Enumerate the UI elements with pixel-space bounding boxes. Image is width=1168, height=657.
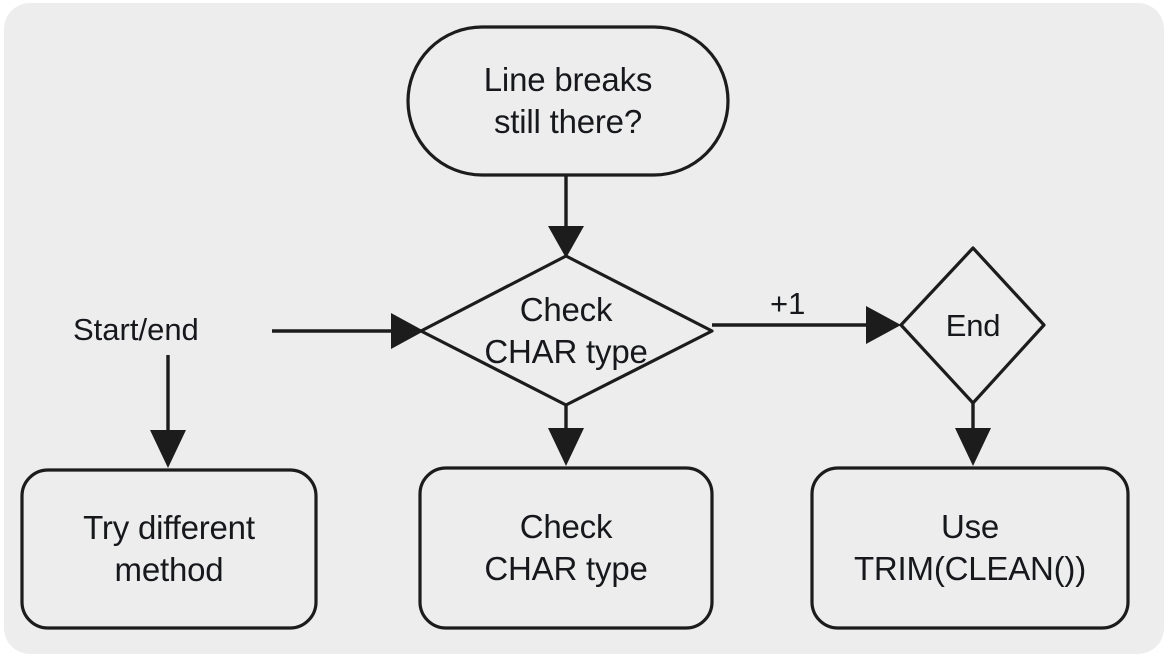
node-shape-check-char-type-decision[interactable] [419,254,714,407]
node-shape-try-different-method[interactable] [20,468,318,630]
arrow-head-check-to-check-char-type-process [548,428,584,466]
node-shape-check-char-type-process[interactable] [418,466,714,630]
arrow-head-check-to-end [866,306,901,344]
arrow-head-end-to-use-trim-clean [955,428,991,466]
node-shape-end[interactable] [899,246,1046,405]
arrow-head-start-end-to-check [391,313,424,349]
arrow-head-start-end-to-try-different-method [150,430,186,468]
edge-label-start-end: Start/end [73,312,199,347]
edge-label-plus-one: +1 [770,286,806,321]
node-shape-use-trim-clean[interactable] [810,466,1130,630]
arrow-head-line-breaks-to-check [548,226,584,258]
node-shape-line-breaks-still-there[interactable] [406,25,730,177]
